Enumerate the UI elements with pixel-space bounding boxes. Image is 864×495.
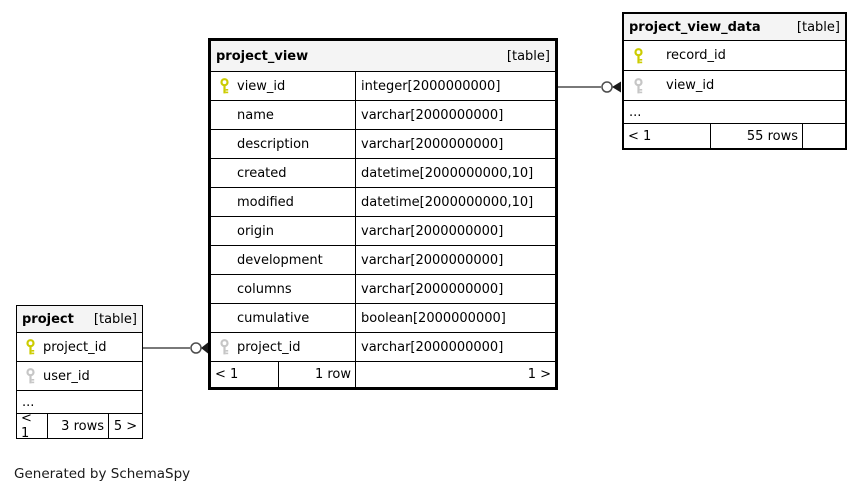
crows-foot-arrow [612,81,621,93]
column-type: integer[2000000000] [355,72,555,100]
column-row: record_id [624,41,845,71]
table-name[interactable]: project [22,311,74,327]
column-type: boolean[2000000000] [355,304,555,332]
column-type: varchar[2000000000] [355,130,555,158]
relationship-project-to-project-view [143,342,208,354]
table-header: project_view_data [table] [624,14,845,41]
column-type: varchar[2000000000] [355,101,555,129]
table-node-project-view[interactable]: project_view [table] view_id integer[200… [208,38,558,390]
column-row: user_id [17,362,142,391]
column-name: project_id [43,339,107,355]
parent-count: < 1 [211,362,279,387]
primary-key-icon [211,78,237,94]
column-row: project_id [17,333,142,362]
column-row: cumulative boolean[2000000000] [211,304,555,333]
column-row: origin varchar[2000000000] [211,217,555,246]
table-footer: < 1 1 row 1 > [211,362,555,387]
row-count: 1 row [279,362,356,387]
column-name: description [237,136,310,152]
foreign-key-icon [624,77,666,94]
table-footer: < 1 3 rows 5 > [17,411,142,441]
column-row: view_id [624,71,845,101]
row-count: 3 rows [48,414,109,438]
column-name: record_id [666,48,726,63]
generated-by-caption: Generated by SchemaSpy [14,466,191,482]
table-name[interactable]: project_view [216,48,309,64]
column-type: datetime[2000000000,10] [355,159,555,187]
column-row: description varchar[2000000000] [211,130,555,159]
column-type: varchar[2000000000] [355,333,555,361]
column-name: user_id [43,368,90,384]
table-tag: [table] [93,311,137,327]
column-name: view_id [666,78,715,93]
column-name: modified [237,194,294,210]
column-name: development [237,252,323,268]
table-footer: < 1 55 rows [624,124,845,148]
column-type: datetime[2000000000,10] [355,188,555,216]
column-row: project_id varchar[2000000000] [211,333,555,362]
row-count: 55 rows [711,124,803,148]
column-name: origin [237,223,275,239]
column-name: columns [237,281,292,297]
column-name: name [237,107,274,123]
table-tag: [table] [796,19,840,35]
zero-cardinality-circle [190,342,202,354]
child-count: 5 > [113,418,138,434]
crows-foot-arrow [201,342,208,354]
table-node-project-view-data[interactable]: project_view_data [table] record_id view… [622,12,847,150]
foreign-key-icon [211,339,237,355]
column-name: view_id [237,78,286,94]
foreign-key-icon [17,368,43,384]
table-header: project_view [table] [211,41,555,72]
column-row: view_id integer[2000000000] [211,72,555,101]
column-row: columns varchar[2000000000] [211,275,555,304]
parent-count: < 1 [17,411,48,441]
column-type: varchar[2000000000] [355,246,555,274]
column-name: cumulative [237,310,310,326]
relationship-project-view-to-project-view-data [558,81,621,93]
column-row: modified datetime[2000000000,10] [211,188,555,217]
child-count [803,124,845,148]
table-header: project [table] [17,306,142,333]
primary-key-icon [624,47,666,64]
column-name: project_id [237,339,301,355]
parent-count: < 1 [624,124,711,148]
column-type: varchar[2000000000] [355,217,555,245]
table-name[interactable]: project_view_data [629,19,761,35]
primary-key-icon [17,339,43,355]
column-row: created datetime[2000000000,10] [211,159,555,188]
table-node-project[interactable]: project [table] project_id user_id ... <… [16,305,143,441]
column-row: name varchar[2000000000] [211,101,555,130]
column-row: development varchar[2000000000] [211,246,555,275]
zero-cardinality-circle [601,81,613,93]
collapsed-columns-indicator: ... [624,101,845,124]
column-type: varchar[2000000000] [355,275,555,303]
child-count: 1 > [527,367,551,382]
collapsed-columns-indicator: ... [17,391,142,414]
column-name: created [237,165,287,181]
table-tag: [table] [506,48,550,64]
